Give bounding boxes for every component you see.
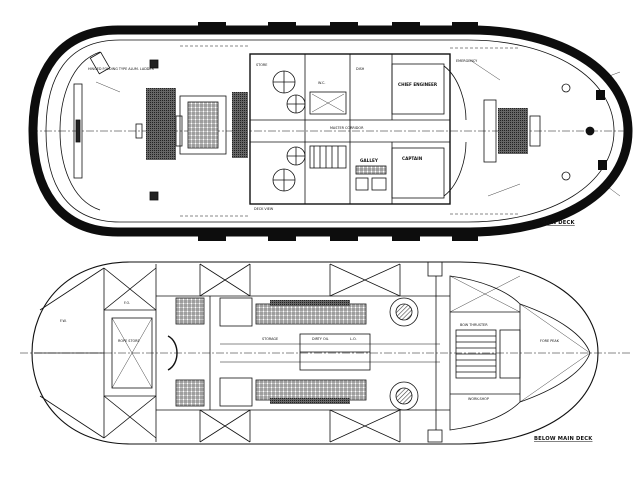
aft-winch bbox=[146, 88, 176, 160]
label-dirty-oil: DIRTY OIL bbox=[312, 337, 329, 341]
label-master-corridor: MASTER CORRIDOR bbox=[330, 126, 364, 130]
main-deck-plan bbox=[28, 22, 633, 241]
stbd-gearbox bbox=[389, 381, 419, 411]
main-engines bbox=[219, 297, 371, 407]
main-deck-hull bbox=[45, 39, 615, 223]
label-folding-ladder: HINGED FOLDING TYPE ALUM. LADDER bbox=[88, 67, 155, 71]
bow-windlass bbox=[498, 108, 528, 154]
label-wc: W.C. bbox=[318, 81, 326, 85]
label-fuel-oil: F.O. bbox=[124, 301, 130, 305]
label-captain: CAPTAIN bbox=[402, 156, 423, 161]
label-fore-peak: FORE PEAK bbox=[540, 339, 560, 343]
below-deck-hull bbox=[31, 261, 599, 445]
label-store: STORE bbox=[256, 63, 267, 67]
below-main-deck-plan bbox=[20, 261, 630, 445]
fender-blocks bbox=[198, 22, 607, 241]
label-fresh-water: F.W. bbox=[60, 319, 67, 323]
label-galley: GALLEY bbox=[360, 158, 379, 163]
below-main-deck-title: BELOW MAIN DECK bbox=[534, 436, 593, 442]
engine-casing-hatches bbox=[272, 70, 306, 192]
label-dish: DISH bbox=[356, 67, 365, 71]
main-deck-fender bbox=[28, 25, 633, 237]
label-chief-engineer: CHIEF ENGINEER bbox=[398, 82, 438, 87]
label-lub-oil: L.O. bbox=[350, 337, 357, 341]
label-bow-thruster: BOW THRUSTER bbox=[460, 323, 488, 327]
label-storage: STORAGE bbox=[262, 337, 278, 341]
label-emergency: EMERGENCY bbox=[456, 59, 478, 63]
port-gearbox bbox=[389, 297, 419, 327]
main-deck-title: MAIN DECK bbox=[540, 220, 576, 226]
label-workshop: WORK-SHOP bbox=[468, 397, 489, 401]
label-rope-store: ROPE STORE bbox=[118, 339, 140, 343]
label-deck-view: DECK VIEW bbox=[254, 207, 274, 211]
